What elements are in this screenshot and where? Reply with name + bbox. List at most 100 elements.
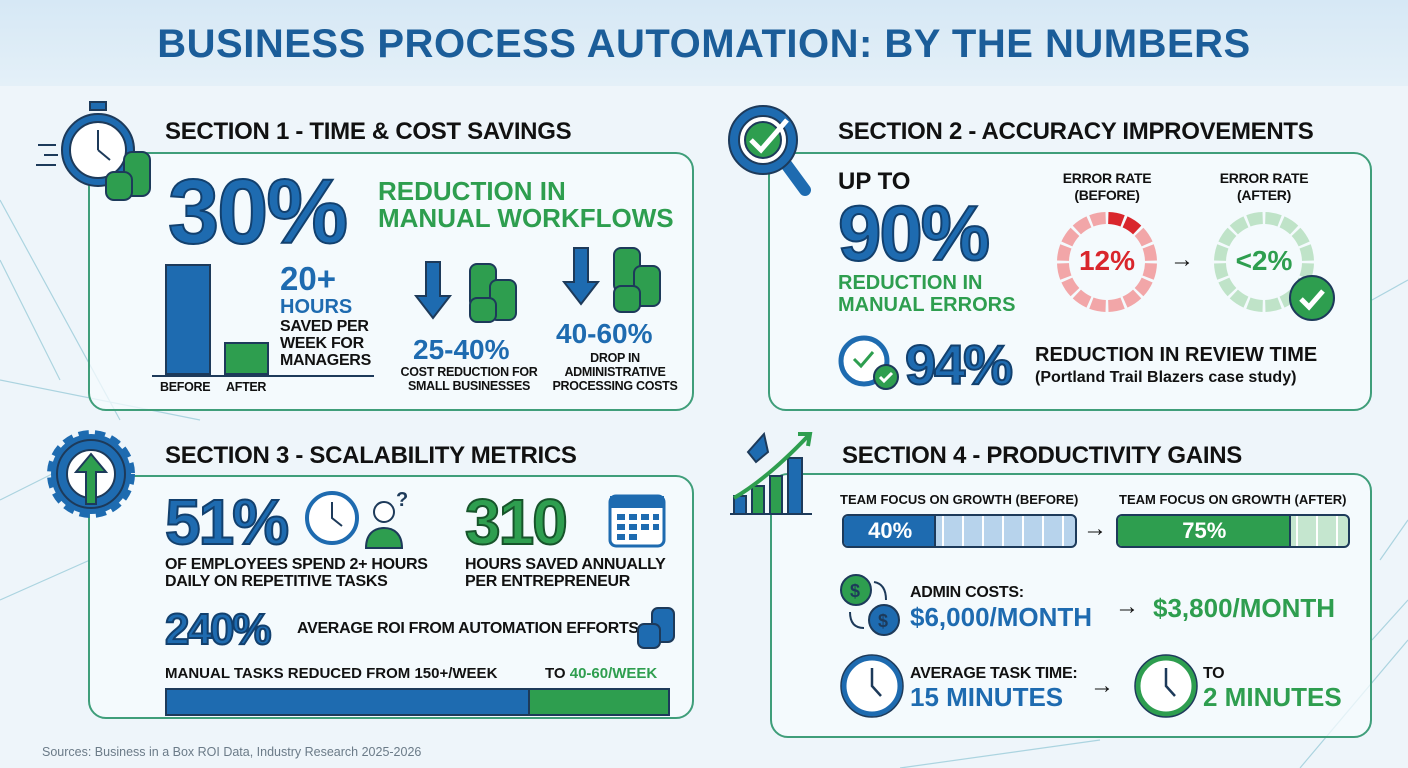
calendar-icon xyxy=(608,494,666,548)
section-1-heading: SECTION 1 - TIME & COST SAVINGS xyxy=(165,118,572,145)
clock-check-icon xyxy=(838,335,899,390)
hours-saved-value: 20+ xyxy=(280,260,336,297)
hours-saved-label-1: SAVED PER xyxy=(280,318,369,335)
error-reduction-value: 90% xyxy=(837,188,991,278)
ring-segment xyxy=(1265,212,1282,227)
ring-segment xyxy=(1229,289,1249,308)
cost-reduction-label-1: COST REDUCTION FOR xyxy=(400,365,538,379)
tasks-to-label: TO xyxy=(545,665,570,682)
gear-arrow-up-icon xyxy=(47,430,135,518)
ring-segment xyxy=(1061,277,1080,297)
ring-segment xyxy=(1218,227,1237,247)
section-2-heading: SECTION 2 - ACCURACY IMPROVEMENTS xyxy=(838,118,1314,145)
sources-note: Sources: Business in a Box ROI Data, Ind… xyxy=(42,745,422,759)
ring-segment xyxy=(1299,244,1314,261)
ring-segment xyxy=(1142,244,1157,261)
svg-text:?: ? xyxy=(396,489,408,511)
dollar-exchange-icon: $$ xyxy=(840,574,900,636)
ring-segment xyxy=(1122,216,1142,235)
task-time-label: AVERAGE TASK TIME: xyxy=(910,665,1078,682)
hours-annual-label-2: PER ENTREPRENEUR xyxy=(465,573,631,590)
ring-segment xyxy=(1089,297,1106,312)
bar-before xyxy=(165,264,211,375)
review-reduction-value: 94% xyxy=(904,332,1014,397)
svg-text:$: $ xyxy=(850,581,860,601)
error-after-label: ERROR RATE(AFTER) xyxy=(1204,170,1324,204)
arrow-right-icon: → xyxy=(1090,672,1114,699)
admin-costs-after: $3,800/MONTH xyxy=(1153,593,1336,623)
employees-label-2: DAILY ON REPETITIVE TASKS xyxy=(165,573,388,590)
cost-reduction-value: 25-40% xyxy=(413,334,510,365)
ring-segment xyxy=(1142,263,1157,280)
error-before-label-2: (BEFORE) xyxy=(1074,187,1140,203)
roi-value: 240% xyxy=(164,604,273,655)
ring-segment xyxy=(1108,297,1125,312)
admin-drop-label-3: PROCESSING COSTS xyxy=(552,379,678,393)
ring-segment xyxy=(1214,244,1229,261)
error-before-label-1: ERROR RATE xyxy=(1062,170,1152,186)
rocket-growth-chart-icon xyxy=(730,431,813,515)
focus-after-bar: 75% xyxy=(1116,514,1350,548)
tasks-before-segment xyxy=(167,690,528,714)
arrow-right-icon: → xyxy=(1170,246,1194,273)
bar-label-after: AFTER xyxy=(226,380,267,394)
down-arrow-coins-icon xyxy=(413,261,517,323)
error-after-label-1: ERROR RATE xyxy=(1219,170,1309,186)
tasks-after-segment xyxy=(527,690,668,714)
ring-segment xyxy=(1089,212,1106,227)
tasks-reduction-bar xyxy=(165,688,670,716)
employees-label-1: OF EMPLOYEES SPEND 2+ HOURS xyxy=(165,556,428,573)
cost-reduction-label-2: SMALL BUSINESSES xyxy=(407,379,531,393)
svg-text:$: $ xyxy=(878,611,888,631)
ring-segment xyxy=(1291,227,1310,247)
ring-segment xyxy=(1246,297,1263,312)
ring-segment xyxy=(1061,227,1080,247)
clock-icon xyxy=(840,654,904,718)
error-reduction-label-1: REDUCTION IN xyxy=(838,272,983,294)
review-reduction-label: REDUCTION IN REVIEW TIME xyxy=(1035,344,1318,366)
coins-icon xyxy=(637,607,675,649)
hours-annual-label-1: HOURS SAVED ANNUALLY xyxy=(465,556,666,573)
hours-annual-value: 310 xyxy=(464,485,569,559)
admin-drop-label-1: DROP IN xyxy=(590,351,640,365)
title-band xyxy=(0,0,1408,86)
task-time-to: TO xyxy=(1203,665,1225,682)
ring-segment xyxy=(1265,297,1282,312)
admin-costs-label: ADMIN COSTS: xyxy=(910,584,1024,601)
section-4-heading: SECTION 4 - PRODUCTIVITY GAINS xyxy=(842,442,1242,469)
focus-before-bar: 40% xyxy=(842,514,1077,548)
ring-segment xyxy=(1072,216,1092,235)
clock-icon xyxy=(1134,654,1198,718)
task-time-after: 2 MINUTES xyxy=(1203,682,1342,712)
ring-segment xyxy=(1072,289,1092,308)
section-3-heading: SECTION 3 - SCALABILITY METRICS xyxy=(165,442,577,469)
focus-after-value: 75% xyxy=(1182,518,1227,543)
focus-before-label: TEAM FOCUS ON GROWTH (BEFORE) xyxy=(840,492,1079,507)
admin-drop-label-2: ADMINISTRATIVE xyxy=(564,365,666,379)
ring-segment xyxy=(1246,212,1263,227)
ring-segment xyxy=(1279,216,1299,235)
employees-value: 51% xyxy=(164,485,290,559)
task-time-before: 15 MINUTES xyxy=(910,682,1064,712)
arrow-right-icon: → xyxy=(1083,515,1107,542)
admin-drop-value: 40-60% xyxy=(556,318,653,349)
magnifier-check-icon xyxy=(728,105,811,196)
admin-costs-before: $6,000/MONTH xyxy=(910,602,1093,632)
arrow-right-icon: → xyxy=(1115,593,1139,620)
ring-segment xyxy=(1057,263,1072,280)
error-before-label: ERROR RATE(BEFORE) xyxy=(1047,170,1167,204)
review-case-study-note: (Portland Trail Blazers case study) xyxy=(1035,369,1297,386)
page-title: BUSINESS PROCESS AUTOMATION: BY THE NUMB… xyxy=(157,22,1251,66)
hours-saved-label-2: WEEK FOR xyxy=(280,335,364,352)
workflow-reduction-label-2: MANUAL WORKFLOWS xyxy=(378,203,674,233)
stopwatch-coins-icon xyxy=(36,101,151,201)
up-to-label: UP TO xyxy=(838,168,911,195)
chart-baseline xyxy=(152,375,374,377)
ring-segment xyxy=(1214,263,1229,280)
ring-segment xyxy=(1134,277,1153,297)
tasks-reduced-label: MANUAL TASKS REDUCED FROM 150+/WEEK xyxy=(165,665,498,682)
focus-after-fill xyxy=(1118,516,1291,546)
ring-segment xyxy=(1108,212,1125,227)
error-before-ring xyxy=(1057,212,1157,312)
focus-before-value: 40% xyxy=(868,518,913,543)
